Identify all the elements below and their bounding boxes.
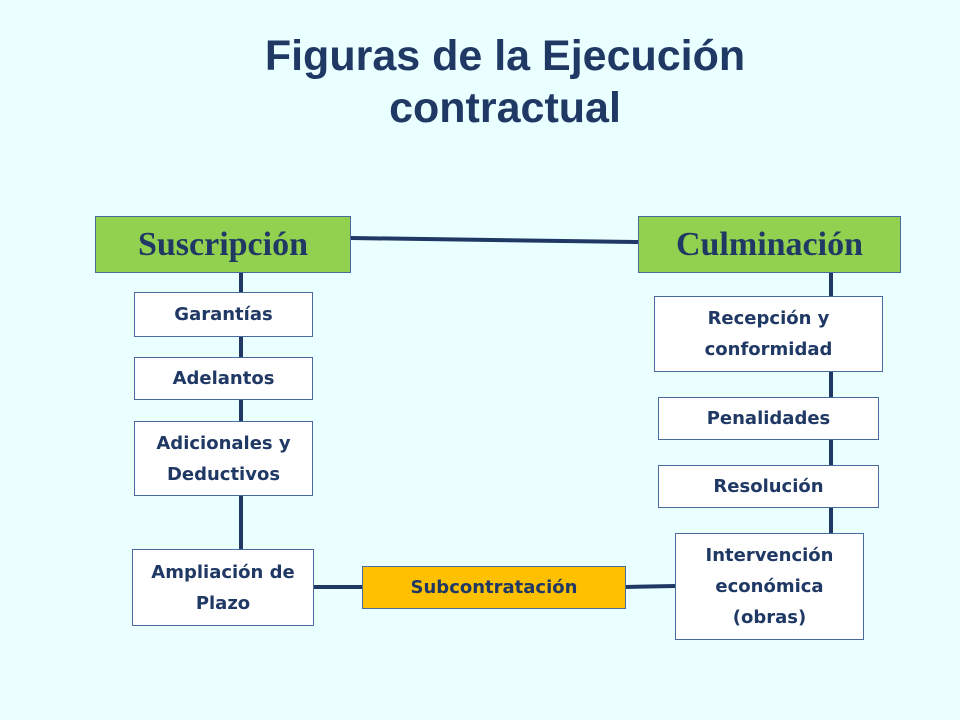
page-title: Figuras de la Ejecución contractual [150, 30, 860, 134]
recepcion-conformidad-box: Recepción y conformidad [654, 296, 883, 372]
title-line-1: Figuras de la Ejecución [264, 32, 746, 80]
penalidades-box: Penalidades [658, 397, 879, 440]
subcontratacion-box: Subcontratación [362, 566, 626, 609]
adicionales-deductivos-box: Adicionales y Deductivos [134, 421, 313, 496]
title-line-2: contractual [389, 84, 621, 132]
garantias-box: Garantías [134, 292, 313, 337]
adelantos-box: Adelantos [134, 357, 313, 400]
resolucion-box: Resolución [658, 465, 879, 508]
intervencion-economica-box: Intervención económica (obras) [675, 533, 864, 640]
culminacion-header: Culminación [638, 216, 901, 273]
connector-suscripcion-culminacion [349, 236, 639, 244]
ampliacion-plazo-box: Ampliación de Plazo [132, 549, 314, 626]
connector-subcontratacion-intervencion [624, 584, 676, 589]
suscripcion-header: Suscripción [95, 216, 351, 273]
